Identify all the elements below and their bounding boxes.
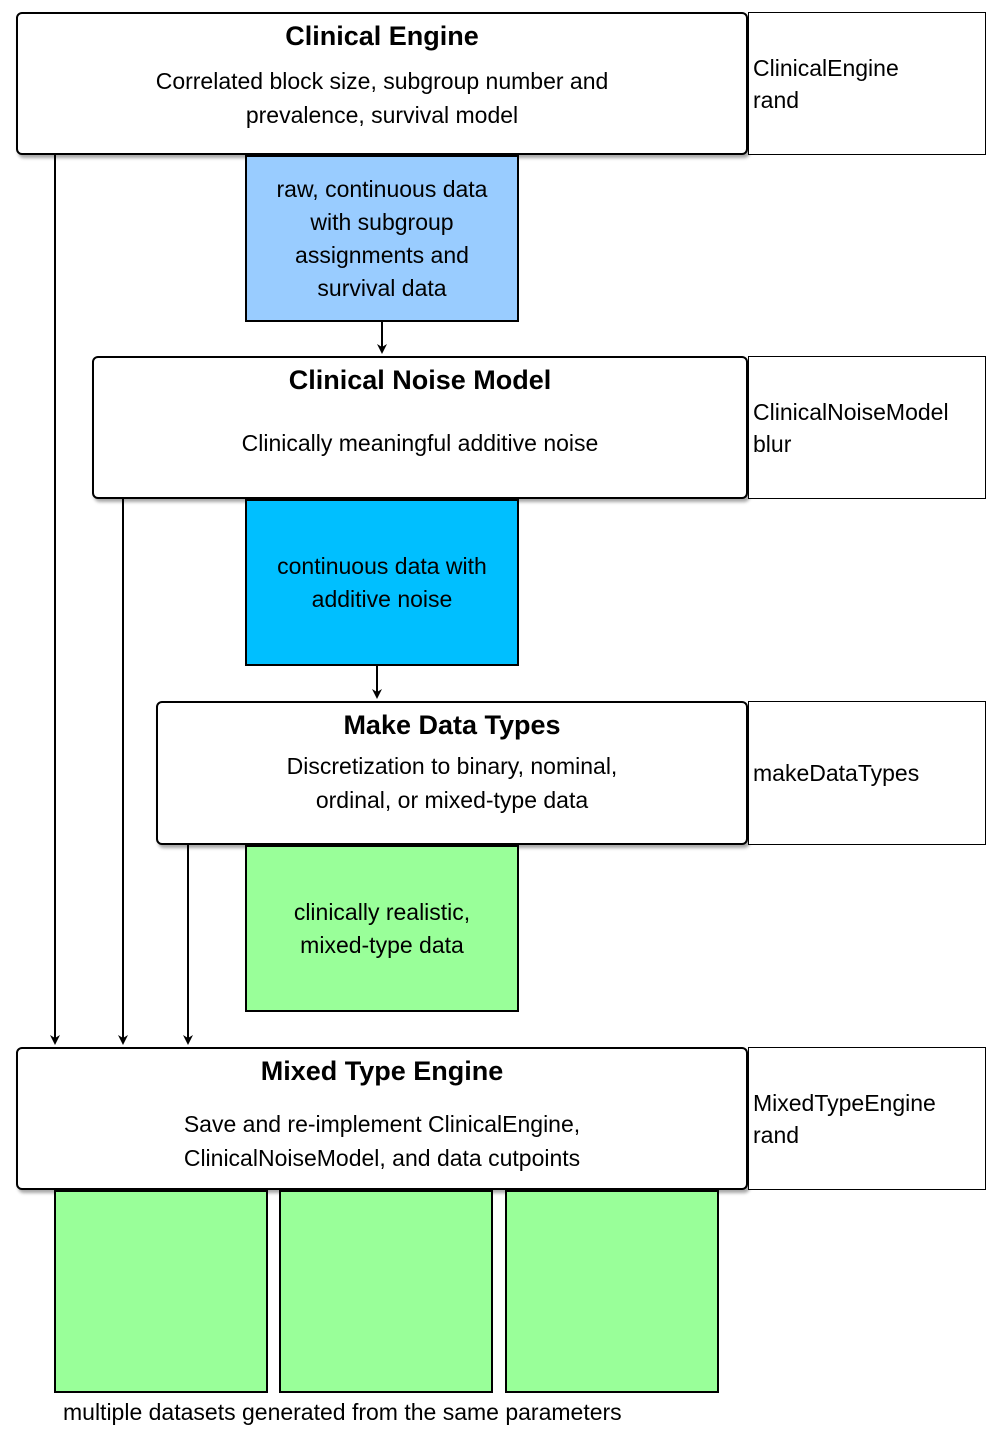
data-types-function-box: makeDataTypes [748, 701, 986, 845]
noise-model-fn-line1: ClinicalNoiseModel [753, 398, 949, 425]
output-dataset-2 [279, 1190, 493, 1393]
mixed-engine-title: Mixed Type Engine [260, 1056, 504, 1086]
raw-data-line: raw, continuous data [276, 175, 488, 202]
data-types-title: Make Data Types [343, 710, 561, 740]
output-dataset-3 [505, 1190, 719, 1393]
data-types-desc-line1: Discretization to binary, nominal, [286, 753, 618, 779]
data-types-fn-line1: makeDataTypes [753, 760, 920, 786]
noise-model-fn-line2: blur [753, 430, 792, 457]
noise-model-desc: Clinically meaningful additive noise [241, 430, 599, 456]
noisy-data-line: additive noise [311, 585, 453, 612]
clinical-engine-function-box: ClinicalEngine rand [748, 12, 986, 155]
mixed-engine-fn-line1: MixedTypeEngine [753, 1089, 936, 1116]
mixed-engine-desc-line2: ClinicalNoiseModel, and data cutpoints [183, 1145, 581, 1171]
raw-data-box: raw, continuous data with subgroup assig… [245, 155, 519, 322]
clinical-engine-fn-line2: rand [753, 86, 800, 113]
clinical-engine-desc-line2: prevalence, survival model [245, 102, 519, 128]
raw-data-line: survival data [317, 274, 447, 301]
data-types-desc-line2: ordinal, or mixed-type data [315, 787, 589, 813]
mixed-data-line: mixed-type data [300, 931, 464, 958]
mixed-engine-fn-line2: rand [753, 1121, 800, 1148]
noise-model-function-box: ClinicalNoiseModel blur [748, 356, 986, 499]
raw-data-line: with subgroup [310, 208, 454, 235]
mixed-data-box: clinically realistic, mixed-type data [245, 845, 519, 1012]
noisy-data-line: continuous data with [277, 552, 487, 579]
mixed-engine-box: Mixed Type Engine Save and re-implement … [16, 1047, 748, 1190]
clinical-engine-box: Clinical Engine Correlated block size, s… [16, 12, 748, 155]
output-dataset-1 [54, 1190, 268, 1393]
mixed-data-line: clinically realistic, [293, 898, 471, 925]
noise-model-title: Clinical Noise Model [288, 365, 552, 395]
mixed-engine-function-box: MixedTypeEngine rand [748, 1047, 986, 1190]
datasets-caption: multiple datasets generated from the sam… [63, 1399, 622, 1425]
clinical-engine-title: Clinical Engine [285, 21, 479, 51]
data-types-box: Make Data Types Discretization to binary… [156, 701, 748, 845]
noisy-data-box: continuous data with additive noise [245, 499, 519, 666]
noise-model-box: Clinical Noise Model Clinically meaningf… [92, 356, 748, 499]
clinical-engine-desc-line1: Correlated block size, subgroup number a… [155, 68, 609, 94]
raw-data-line: assignments and [295, 241, 469, 268]
mixed-engine-desc-line1: Save and re-implement ClinicalEngine, [183, 1111, 581, 1137]
clinical-engine-fn-line1: ClinicalEngine [753, 54, 899, 81]
